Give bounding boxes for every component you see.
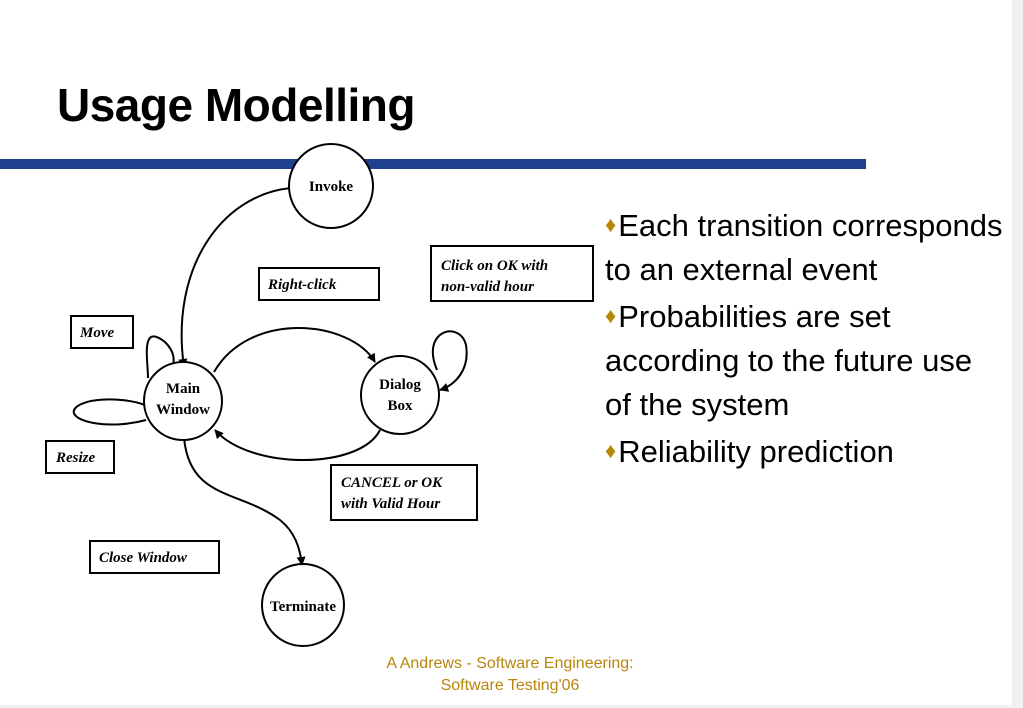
- event-move: Move: [70, 315, 134, 349]
- bullet-item: ♦Probabilities are set according to the …: [605, 294, 1005, 427]
- title-rule: [0, 159, 866, 169]
- bullet-item: ♦Reliability prediction: [605, 429, 1005, 474]
- dialog-to-main-arrow: [214, 429, 381, 461]
- event-click-ok-label-1: Click on OK with: [441, 258, 548, 274]
- node-invoke-label: Invoke: [309, 179, 354, 195]
- bullet-text: Probabilities are set according to the f…: [605, 299, 973, 422]
- event-click-ok-invalid: Click on OK with non-valid hour: [430, 245, 594, 302]
- event-resize-label: Resize: [55, 450, 96, 466]
- node-main-window-label-2: Window: [156, 402, 210, 418]
- bullet-item: ♦Each transition corresponds to an exter…: [605, 203, 1005, 292]
- event-close-window-label: Close Window: [99, 550, 188, 566]
- node-terminate-label: Terminate: [270, 599, 336, 615]
- event-right-click-label: Right-click: [267, 277, 337, 293]
- node-main-window-label-1: Main: [166, 381, 201, 397]
- event-cancel-or-ok: CANCEL or OK with Valid Hour: [330, 464, 478, 521]
- diamond-bullet-icon: ♦: [605, 438, 617, 463]
- node-invoke: Invoke: [288, 143, 374, 229]
- bullet-text: Each transition corresponds to an extern…: [605, 208, 1003, 287]
- slide-title: Usage Modelling: [57, 79, 415, 131]
- footer-line-2: Software Testing'06: [440, 677, 580, 694]
- invoke-to-main-arrow: [178, 187, 292, 368]
- event-move-label: Move: [79, 325, 114, 341]
- event-close-window: Close Window: [89, 540, 220, 574]
- footer-line-1: A Andrews - Software Engineering:: [386, 655, 634, 672]
- main-to-terminate-arrow: [183, 437, 306, 566]
- main-to-dialog-arrow: [213, 327, 376, 373]
- bullet-text: Reliability prediction: [618, 434, 894, 469]
- event-right-click: Right-click: [258, 267, 380, 301]
- node-dialog-box-label-1: Dialog: [379, 377, 421, 393]
- node-dialog-box: Dialog Box: [360, 355, 440, 435]
- slide-bottom-edge: [0, 705, 1023, 708]
- node-main-window: Main Window: [143, 361, 223, 441]
- dialog-self-loop-arrow: [431, 330, 468, 392]
- move-self-loop-arrow: [145, 335, 179, 379]
- resize-self-loop-arrow: [72, 398, 147, 426]
- slide-edge: [1012, 0, 1023, 708]
- event-cancel-label-1: CANCEL or OK: [341, 475, 443, 491]
- event-resize: Resize: [45, 440, 115, 474]
- event-click-ok-label-2: non-valid hour: [441, 279, 534, 295]
- node-dialog-box-label-2: Box: [387, 398, 413, 414]
- node-terminate: Terminate: [261, 563, 345, 647]
- state-diagram: Invoke Main Window Dialog Box Terminate …: [45, 143, 594, 647]
- diamond-bullet-icon: ♦: [605, 303, 617, 328]
- diamond-bullet-icon: ♦: [605, 212, 617, 237]
- slide-footer: A Andrews - Software Engineering: Softwa…: [340, 653, 680, 697]
- event-cancel-label-2: with Valid Hour: [341, 496, 440, 512]
- bullet-list: ♦Each transition corresponds to an exter…: [605, 203, 1005, 474]
